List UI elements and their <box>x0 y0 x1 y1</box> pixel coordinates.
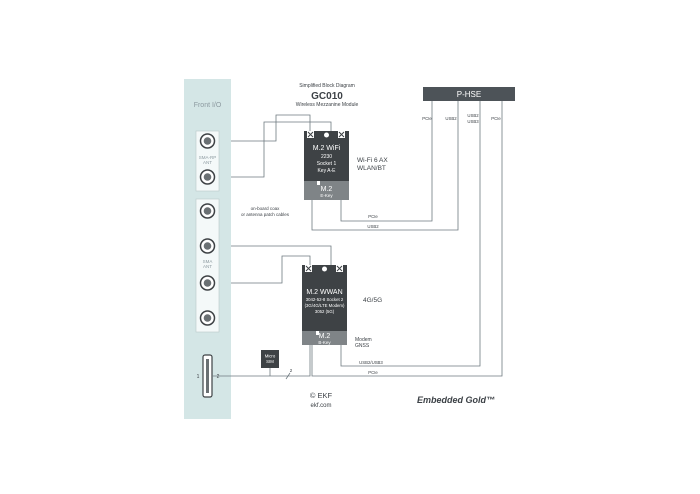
wwan-key-sub: B-Key <box>318 340 331 345</box>
wwan-socket: 3042-52-8 Socket 2 <box>306 297 344 302</box>
sma-connector-icon <box>199 310 216 326</box>
wwan-side-2: Modem <box>355 337 372 343</box>
p-hse-bus <box>423 87 515 101</box>
port-label-2: 2 <box>217 374 220 380</box>
wifi-side-2: WLAN/BT <box>357 165 386 172</box>
wifi-socket: Socket 1 <box>317 161 337 167</box>
link-usb2-wifi: USB2 <box>367 224 379 229</box>
micro-sim-line-1: Micro <box>265 354 276 359</box>
wifi-key: Key A-E <box>317 168 336 174</box>
sma-rp-connector-icon <box>199 169 216 185</box>
wwan-5g: 3052 (5G) <box>315 309 335 314</box>
uf-l-connector-icon <box>307 131 314 138</box>
uf-l-connector-icon <box>305 265 312 272</box>
link-usb-wwan: USB2/USB3 <box>359 360 383 365</box>
wire-count: 2 <box>290 368 293 373</box>
sma-rp-label: SMA-RP <box>199 155 217 160</box>
link-pcie-wifi: PCIe <box>368 214 378 219</box>
wifi-key-title: M.2 <box>321 186 333 193</box>
sma-connector-icon <box>199 203 216 219</box>
wifi-module <box>304 131 349 200</box>
wwan-side-1: 4G/5G <box>363 297 382 304</box>
bus-drop-usb2-1: USB2 <box>445 116 457 121</box>
wifi-key-sub: E-Key <box>320 193 333 198</box>
wwan-title: M.2 WWAN <box>306 289 342 296</box>
sma-connector-icon <box>199 238 216 254</box>
uf-l-connector-icon <box>338 131 345 138</box>
link-pcie-wwan: PCIe <box>368 370 378 375</box>
bus-drop-usb2-2b: USB3 <box>467 119 479 124</box>
bus-drop-usb2-2a: USB2 <box>467 113 479 118</box>
micro-sim <box>261 350 279 368</box>
port-label-1: 1 <box>197 374 200 380</box>
wwan-module <box>302 265 347 345</box>
wwan-side-3: GNSS <box>355 343 370 349</box>
bus-drop-pcie-1: PCIe <box>422 116 432 121</box>
footer-site: ekf.com <box>310 403 331 409</box>
header-subtitle: Simplified Block Diagram <box>299 83 355 89</box>
header-caption: Wireless Mezzanine Module <box>296 102 359 108</box>
wifi-title: M.2 WiFi <box>313 145 341 152</box>
sma-rp-sub: ANT <box>203 160 212 165</box>
sma-connector-icon <box>199 275 216 291</box>
uf-l-connector-icon <box>336 265 343 272</box>
sma-label: SMA <box>203 259 213 264</box>
footer-copyright: © EKF <box>310 391 333 400</box>
header-title: GC010 <box>311 91 343 102</box>
wwan-modem: (3G/4G/LTE Modem) <box>305 303 345 308</box>
front-io-label: Front I/O <box>194 102 222 109</box>
wifi-size: 2230 <box>321 154 332 160</box>
micro-sim-line-2: SIM <box>266 359 274 364</box>
brand-logo: Embedded Gold™ <box>417 395 495 405</box>
bus-drop-pcie-2: PCIe <box>491 116 501 121</box>
sma-rp-connector-icon <box>199 133 216 149</box>
cable-note-1: on-board coax <box>251 206 281 211</box>
sma-sub: ANT <box>203 264 212 269</box>
sim-wires <box>212 345 311 380</box>
wwan-key-title: M.2 <box>319 333 331 340</box>
cable-note-2: or antenna patch cables <box>241 212 290 217</box>
antenna-wires <box>231 114 332 284</box>
usb-port-icon <box>202 354 213 398</box>
sma-group <box>195 198 220 333</box>
bus-wires <box>311 101 503 377</box>
p-hse-label: P-HSE <box>457 90 481 99</box>
wifi-side-1: Wi-Fi 6 AX <box>357 157 388 164</box>
